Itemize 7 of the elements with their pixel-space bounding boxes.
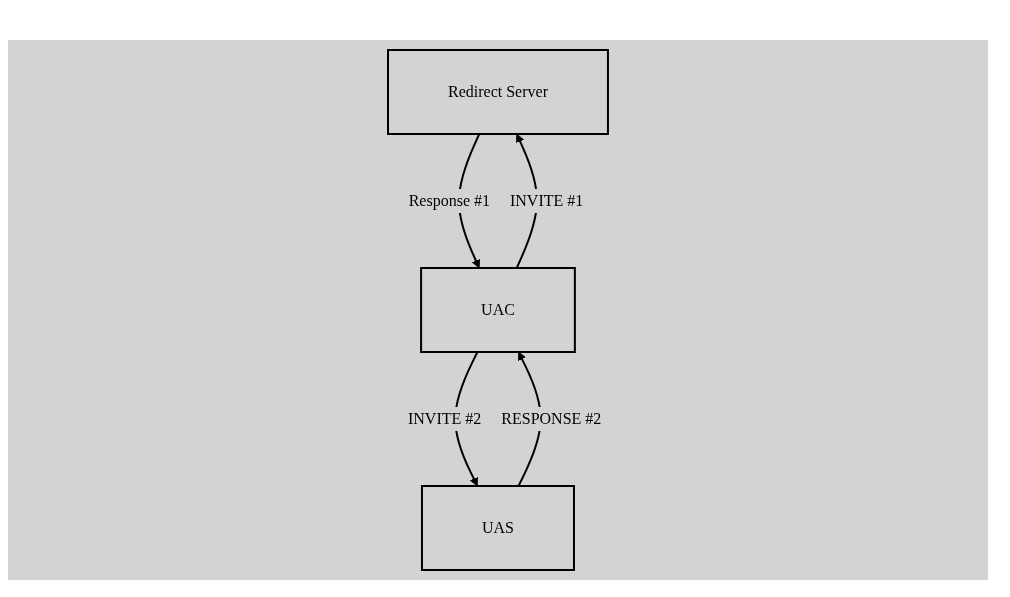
edge-label: INVITE #1	[510, 192, 584, 209]
edge-label: INVITE #2	[408, 410, 482, 427]
node-box: UAS	[421, 485, 575, 571]
node-box: Redirect Server	[387, 49, 609, 135]
edge-label: Response #1	[408, 192, 490, 209]
edge-label: RESPONSE #2	[501, 410, 602, 427]
node-box: UAC	[420, 267, 576, 353]
